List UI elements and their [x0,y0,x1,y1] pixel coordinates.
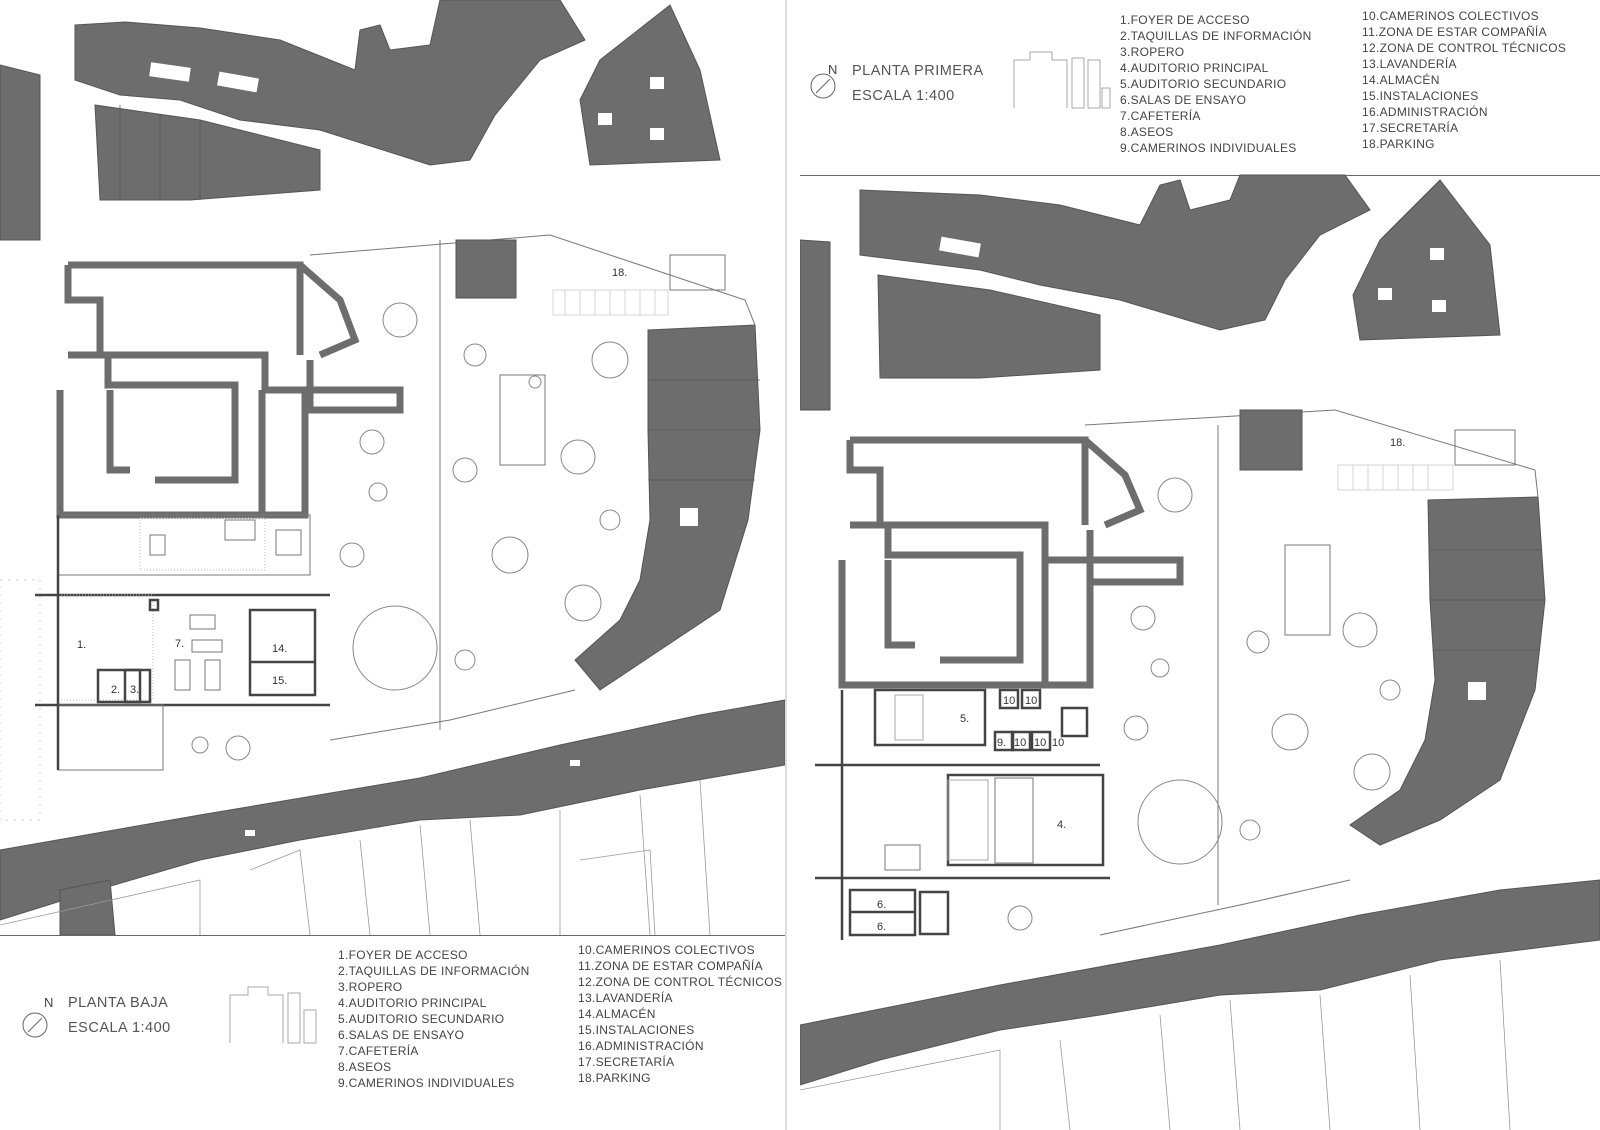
legend-item: 12.ZONA DE CONTROL TÉCNICOS [578,975,783,989]
room-labels-primera: 18. 5. 4. 6. 6. 9. 10 10 10 10 10 [877,437,1405,933]
planta-baja-sheet: 18. 1. 2. 3. 7. 14. 15. N PLANTA BAJA ES… [0,0,786,1091]
legend-item: 3.ROPERO [338,980,403,994]
legend-item: 9.CAMERINOS INDIVIDUALES [1120,141,1297,155]
north-label: N [828,62,838,77]
legend-item: 6.SALAS DE ENSAYO [1120,93,1247,107]
new-building-ground [35,514,330,771]
legend-item: 10.CAMERINOS COLECTIVOS [578,943,755,957]
legend-item: 14.ALMACÉN [578,1007,656,1021]
legend-item: 18.PARKING [578,1071,651,1085]
city-block-right [574,324,761,691]
new-building-first [815,688,1110,940]
room-label: 3. [130,684,139,696]
legend-item: 2.TAQUILLAS DE INFORMACIÓN [1120,29,1312,43]
legend-item: 18.PARKING [1362,137,1435,151]
plaza [0,234,756,821]
legend-item: 4.AUDITORIO PRINCIPAL [1120,61,1269,75]
planta-baja-drawing: 18. 1. 2. 3. 7. 14. 15. [0,0,786,1038]
city-blocks-top [800,174,1501,411]
key-plan-icon [229,986,317,1044]
north-arrow-icon [810,73,836,99]
existing-church [838,436,1184,689]
room-label: 6. [877,899,886,911]
room-label: 2. [111,684,120,696]
legend-item: 4.AUDITORIO PRINCIPAL [338,996,487,1010]
plaza [1084,409,1539,936]
legend-item: 5.AUDITORIO SECUNDARIO [1120,77,1287,91]
legend-item: 15.INSTALACIONES [1362,89,1479,103]
sheet-gap [785,0,787,1130]
legend-item: 14.ALMACÉN [1362,73,1440,87]
room-label: 5. [960,713,969,725]
city-blocks-top [0,0,721,241]
legend-col-1: 1.FOYER DE ACCESO 2.TAQUILLAS DE INFORMA… [1120,12,1312,156]
room-label: 10 [1014,737,1026,749]
room-label: 14. [272,643,287,655]
legend-item: 2.TAQUILLAS DE INFORMACIÓN [338,964,530,978]
legend-divider [0,935,785,936]
legend-item: 1.FOYER DE ACCESO [338,948,468,962]
existing-church [56,261,404,519]
room-label: 10 [1003,695,1015,707]
room-label: 9. [997,737,1006,749]
legend-divider [800,175,1600,176]
plan-scale: ESCALA 1:400 [68,1020,171,1036]
legend-item: 17.SECRETARÍA [1362,121,1459,135]
legend-item: 8.ASEOS [338,1060,392,1074]
legend-item: 5.AUDITORIO SECUNDARIO [338,1012,505,1026]
plan-title: PLANTA BAJA [68,995,169,1011]
legend-item: 7.CAFETERÍA [1120,109,1201,123]
planta-primera-sheet: N PLANTA PRIMERA ESCALA 1:400 1.FOYER DE… [800,0,1600,1130]
trees [1007,477,1401,931]
city-block-right [1349,496,1546,846]
city-blocks-bottom [0,699,786,936]
room-labels-baja: 18. 1. 2. 3. 7. 14. 15. [77,267,627,696]
room-label: 7. [175,638,184,650]
legend-item: 11.ZONA DE ESTAR COMPAÑÍA [578,959,763,973]
legend-item: 15.INSTALACIONES [578,1023,695,1037]
room-label: 18. [612,267,627,279]
legend-item: 13.LAVANDERÍA [578,991,673,1005]
room-label: 1. [77,639,86,651]
legend-item: 3.ROPERO [1120,45,1185,59]
planta-primera-drawing: 18. 5. 4. 6. 6. 9. 10 10 10 10 10 [800,174,1600,1130]
legend-item: 16.ADMINISTRACIÓN [1362,105,1488,119]
legend-col-2: 10.CAMERINOS COLECTIVOS 11.ZONA DE ESTAR… [578,942,782,1086]
legend-item: 16.ADMINISTRACIÓN [578,1039,704,1053]
legend-item: 10.CAMERINOS COLECTIVOS [1362,9,1539,23]
north-label: N [44,995,54,1010]
trees [191,302,629,761]
room-label: 6. [877,921,886,933]
room-label: 4. [1057,819,1066,831]
room-label: 10 [1034,737,1046,749]
legend-item: 11.ZONA DE ESTAR COMPAÑÍA [1362,25,1547,39]
legend-col-2: 10.CAMERINOS COLECTIVOS 11.ZONA DE ESTAR… [1362,8,1566,152]
legend-item: 9.CAMERINOS INDIVIDUALES [338,1076,515,1090]
legend-item: 17.SECRETARÍA [578,1055,675,1069]
legend-item: 13.LAVANDERÍA [1362,57,1457,71]
key-plan-icon [1013,51,1111,109]
legend-item: 1.FOYER DE ACCESO [1120,13,1250,27]
city-blocks-bottom [800,879,1600,1130]
plan-scale: ESCALA 1:400 [852,88,955,104]
legend-item: 8.ASEOS [1120,125,1174,139]
room-label: 18. [1390,437,1405,449]
room-label: 10 [1025,695,1037,707]
plan-title: PLANTA PRIMERA [852,63,984,79]
legend-col-1: 1.FOYER DE ACCESO 2.TAQUILLAS DE INFORMA… [338,947,530,1091]
legend-item: 6.SALAS DE ENSAYO [338,1028,465,1042]
north-arrow-icon [22,1012,48,1038]
north-arrow-needle [27,1017,43,1033]
legend-item: 7.CAFETERÍA [338,1044,419,1058]
legend-item: 12.ZONA DE CONTROL TÉCNICOS [1362,41,1567,55]
room-label: 15. [272,675,287,687]
room-label: 10 [1052,737,1064,749]
